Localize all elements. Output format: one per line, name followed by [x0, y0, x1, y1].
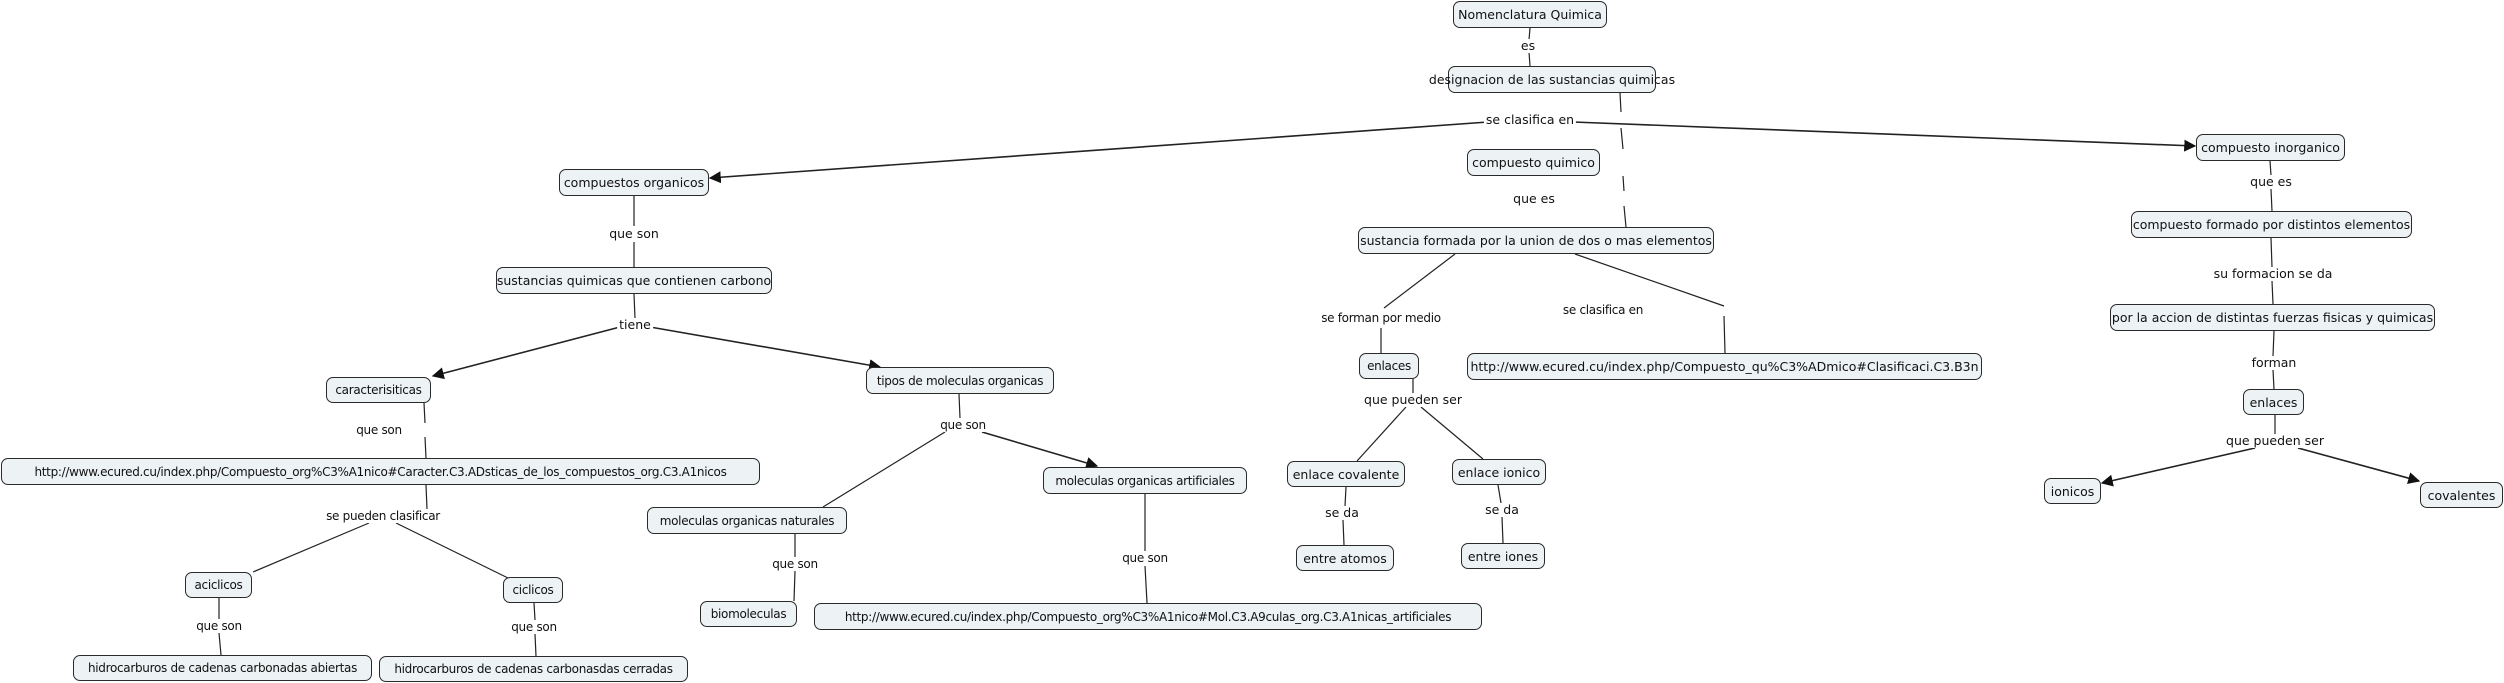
connector-line	[1623, 205, 1627, 228]
linking-phrase-se-pueden-clasificar: se pueden clasificar	[324, 509, 442, 523]
linking-phrase-tiene: tiene	[617, 317, 653, 332]
concept-node-moleculas-artificiales[interactable]: moleculas organicas artificiales	[1043, 467, 1247, 494]
connector-line	[1528, 51, 1531, 67]
linking-phrase-que-son-ciclicos: que son	[509, 620, 559, 634]
linking-phrase-que-son-naturales: que son	[770, 557, 820, 571]
connector-arrow	[2297, 447, 2421, 484]
linking-phrase-se-forman-por-medio: se forman por medio	[1319, 311, 1443, 325]
linking-phrase-que-son-artificiales: que son	[1120, 551, 1170, 565]
concept-node-hidrocarburos-cerradas[interactable]: hidrocarburos de cadenas carbonasdas cer…	[379, 656, 688, 682]
connector-line	[1622, 175, 1625, 192]
connector-line	[1144, 565, 1148, 604]
linking-phrase-se-da-covalente: se da	[1323, 505, 1361, 520]
linking-phrase-que-es-inorganico: que es	[2248, 174, 2294, 189]
connector-line	[424, 436, 427, 459]
concept-node-ionicos[interactable]: ionicos	[2044, 478, 2101, 504]
connector-line	[958, 393, 961, 419]
connector-line	[1356, 406, 1407, 462]
linking-phrase-que-pueden-ser-2: que pueden ser	[2224, 433, 2326, 448]
concept-node-compuesto-inorganico[interactable]: compuesto inorganico	[2196, 134, 2345, 161]
concept-node-entre-atomos[interactable]: entre atomos	[1296, 545, 1394, 571]
linking-phrase-se-clasifica-en: se clasifica en	[1483, 112, 1577, 127]
connector-line	[2271, 280, 2274, 305]
connector-line	[1420, 406, 1484, 460]
connector-line	[633, 293, 636, 319]
connector-line	[822, 431, 946, 508]
concept-node-compuesto-formado-elementos[interactable]: compuesto formado por distintos elemento…	[2131, 211, 2412, 238]
connector-line	[1383, 253, 1456, 309]
concept-node-compuestos-organicos[interactable]: compuestos organicos	[559, 169, 709, 196]
connector-arrow	[2100, 447, 2256, 487]
connector-arrow	[431, 326, 621, 380]
concept-node-tipos-moleculas[interactable]: tipos de moleculas organicas	[866, 367, 1054, 394]
concept-node-sustancias-carbono[interactable]: sustancias quimicas que contienen carbon…	[496, 267, 772, 294]
connector-line	[423, 402, 426, 424]
concept-node-entre-iones[interactable]: entre iones	[1461, 543, 1545, 569]
concept-node-enlace-covalente[interactable]: enlace covalente	[1287, 461, 1405, 487]
concept-node-enlace-ionico[interactable]: enlace ionico	[1452, 459, 1546, 485]
link-node-url-moleculas-artificiales[interactable]: http://www.ecured.cu/index.php/Compuesto…	[814, 603, 1482, 630]
concept-node-accion-fuerzas[interactable]: por la accion de distintas fuerzas fisic…	[2110, 304, 2435, 331]
connector-line	[1620, 127, 1624, 150]
connector-arrow	[649, 326, 882, 372]
connector-line	[2272, 330, 2275, 357]
concept-node-ciclicos[interactable]: ciclicos	[503, 577, 563, 603]
concept-node-covalentes[interactable]: covalentes	[2420, 482, 2503, 508]
connector-line	[252, 522, 370, 573]
concept-node-aciclicos[interactable]: aciclicos	[185, 572, 252, 598]
connector-line	[1342, 519, 1345, 546]
connector-line	[1528, 27, 1531, 41]
connector-line	[2270, 188, 2273, 212]
connector-line	[395, 522, 509, 579]
linking-phrase-su-formacion-se-da: su formacion se da	[2211, 266, 2335, 281]
connector-line	[218, 632, 222, 656]
connector-line	[1723, 315, 1726, 354]
connector-line	[1344, 486, 1347, 507]
connector-line	[425, 484, 428, 510]
concept-node-enlaces-inorganico[interactable]: enlaces	[2243, 389, 2304, 415]
connector-line	[2272, 369, 2275, 390]
connector-line	[533, 602, 536, 621]
connector-line	[1574, 253, 1725, 307]
connector-line	[793, 570, 796, 602]
connector-line	[1501, 516, 1504, 544]
link-node-url-caracteristicas[interactable]: http://www.ecured.cu/index.php/Compuesto…	[1, 458, 760, 485]
linking-phrase-que-son-caracteristicas: que son	[354, 423, 404, 437]
connector-arrow	[708, 121, 1489, 184]
linking-phrase-forman: forman	[2249, 355, 2299, 370]
concept-node-caracteristicas[interactable]: caracterisiticas	[326, 377, 431, 403]
connector-line	[1497, 484, 1502, 504]
linking-phrase-que-pueden-ser-1: que pueden ser	[1362, 392, 1464, 407]
connector-line	[534, 633, 537, 657]
concept-node-compuesto-quimico[interactable]: compuesto quimico	[1467, 149, 1600, 176]
connector-line	[1619, 92, 1622, 113]
linking-phrase-que-son-organicos: que son	[607, 226, 661, 241]
connector-arrow	[981, 431, 1099, 469]
connector-line	[2269, 160, 2272, 176]
linking-phrase-que-son-tipos: que son	[938, 418, 988, 432]
linking-phrase-que-es-quimico: que es	[1511, 191, 1557, 206]
linking-phrase-se-clasifica-en-2: se clasifica en	[1560, 303, 1646, 317]
concept-node-moleculas-naturales[interactable]: moleculas organicas naturales	[647, 507, 847, 534]
linking-phrase-que-son-aciclicos: que son	[194, 619, 244, 633]
link-node-url-clasificacion[interactable]: http://www.ecured.cu/index.php/Compuesto…	[1467, 353, 1982, 380]
connector-line	[2270, 237, 2273, 268]
concept-node-hidrocarburos-abiertas[interactable]: hidrocarburos de cadenas carbonadas abie…	[73, 655, 372, 681]
linking-phrase-se-da-ionico: se da	[1483, 502, 1521, 517]
concept-node-designacion[interactable]: designacion de las sustancias quimicas	[1429, 66, 1675, 93]
connector-arrow	[1572, 121, 2197, 152]
linking-phrase-es: es	[1518, 38, 1538, 53]
concept-node-nomenclatura-quimica[interactable]: Nomenclatura Quimica	[1453, 1, 1607, 28]
concept-node-biomoleculas[interactable]: biomoleculas	[700, 601, 797, 627]
concept-node-enlaces-quimico[interactable]: enlaces	[1359, 353, 1419, 379]
concept-node-sustancia-formada[interactable]: sustancia formada por la union de dos o …	[1358, 227, 1714, 254]
